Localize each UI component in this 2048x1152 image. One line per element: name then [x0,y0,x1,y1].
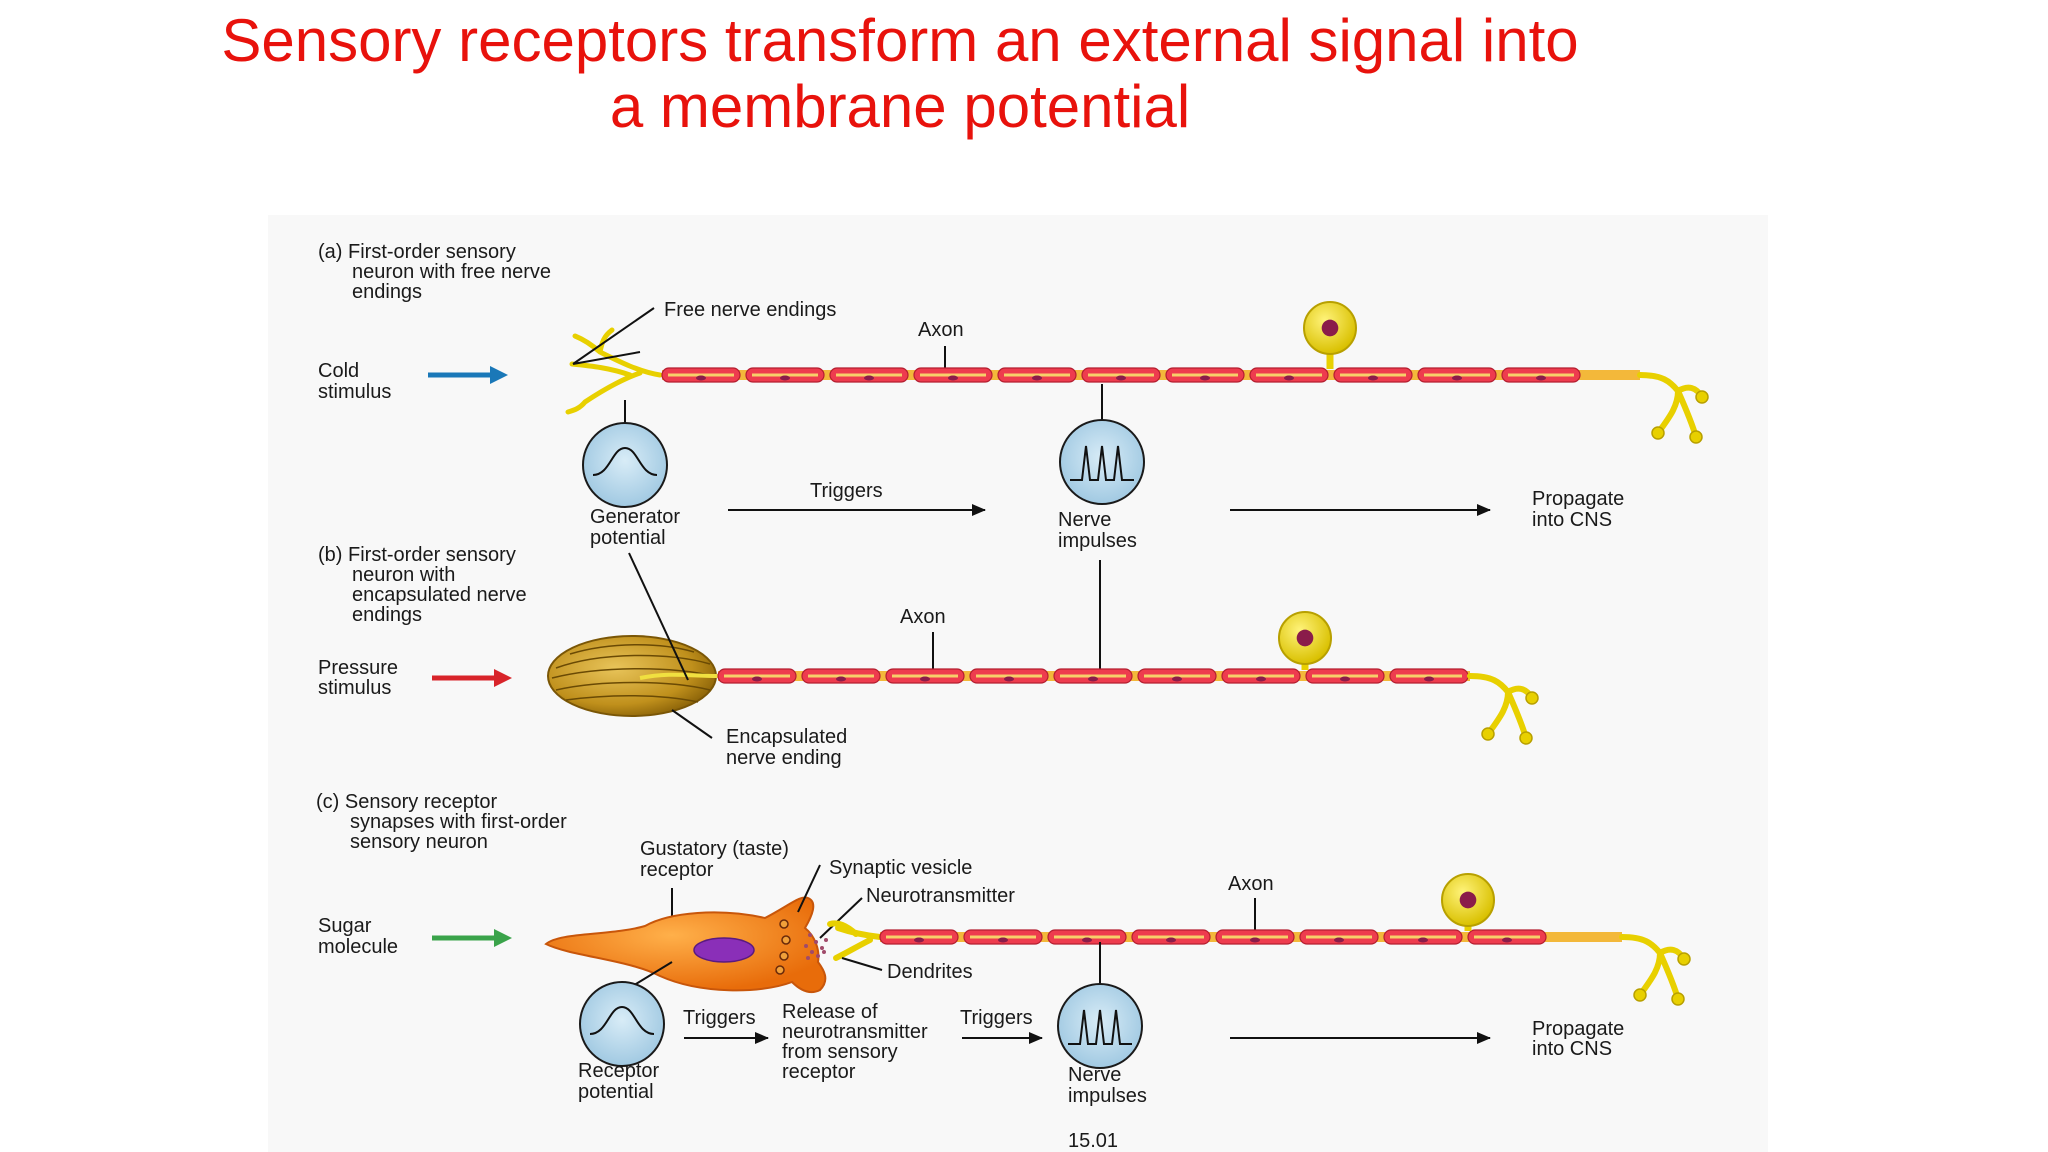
schwann-nucleus [1340,676,1350,682]
neuron-a [661,301,1709,444]
axon-terminal [1637,372,1705,440]
capsule-leader [671,709,713,739]
schwann-nucleus [1256,676,1266,682]
pressure-stimulus-arrow [432,669,512,687]
schwann-nucleus [1250,937,1260,943]
schwann-nucleus [1424,676,1434,682]
encapsulated-label: Encapsulated nerve ending [726,726,853,769]
schwann-nucleus [1088,676,1098,682]
panel-a-heading: (a) First-order sensory neuron with free… [318,241,557,303]
panel-a: (a) First-order sensory neuron with free… [318,241,1709,552]
vesicle-leader [797,864,821,913]
schwann-nucleus [920,676,930,682]
generator-potential-label: Generator potential [590,506,686,549]
gustatory-receptor-cell [544,896,827,994]
terminal-bouton [1671,992,1685,1006]
pressure-stimulus-label: Pressure stimulus [318,657,404,699]
synaptic-vesicle-label: Synaptic vesicle [829,857,972,879]
schwann-nucleus [1536,375,1546,381]
triggers-label-c2: Triggers [960,1007,1033,1029]
neuron-c [879,873,1691,1006]
terminal-bouton [1651,426,1665,440]
cell-nucleus [1459,891,1477,909]
propagate-label-a: Propagate into CNS [1532,488,1630,531]
cold-stimulus-label: Cold stimulus [318,360,391,403]
schwann-nucleus [1418,937,1428,943]
schwann-nucleus [696,375,706,381]
gustatory-label: Gustatory (taste) receptor [640,838,795,881]
title-line-1: Sensory receptors transform an external … [221,7,1579,74]
title-line-2: a membrane potential [609,73,1191,140]
schwann-nucleus [1368,375,1378,381]
terminal-bouton [1525,691,1539,705]
nerve-impulses-scope-c [1057,983,1143,1069]
schwann-nucleus [1004,676,1014,682]
free-nerve-endings [565,327,663,415]
axon-label-b: Axon [900,606,946,628]
neuron-b [717,611,1539,745]
figure-number: 15.01 [1068,1130,1118,1152]
schwann-nucleus [1032,375,1042,381]
generator-potential-scope [582,422,668,508]
slide-title: Sensory receptors transform an external … [120,8,1680,140]
schwann-nucleus [1452,375,1462,381]
schwann-nucleus [752,676,762,682]
encapsulated-capsule [547,635,719,717]
terminal-bouton [1519,731,1533,745]
schwann-nucleus [1172,676,1182,682]
free-nerve-leader [572,307,655,365]
panel-c-heading: (c) Sensory receptor synapses with first… [316,791,572,853]
axon-label-a: Axon [918,319,964,341]
schwann-nucleus [1200,375,1210,381]
terminal-bouton [1481,727,1495,741]
schwann-nucleus [1334,937,1344,943]
receptor-potential-scope [579,981,665,1067]
nerve-impulses-label-c: Nerve impulses [1068,1064,1147,1107]
schwann-nucleus [998,937,1008,943]
neurotransmitter-leader [819,897,863,939]
axon-label-c: Axon [1228,873,1274,895]
panel-c: (c) Sensory receptor synapses with first… [316,791,1691,1107]
triggers-label-c1: Triggers [683,1007,756,1029]
cell-nucleus [1296,629,1314,647]
dendrites [827,920,883,961]
neurotransmitter-label: Neurotransmitter [866,885,1015,907]
schwann-nucleus [836,676,846,682]
schwann-nucleus [1284,375,1294,381]
sugar-stimulus-arrow [432,929,512,947]
receptor-potential-label: Receptor potential [578,1060,665,1103]
schwann-nucleus [1502,937,1512,943]
cell-nucleus [1321,319,1339,337]
generator-leader-b [628,552,689,681]
nerve-impulses-label-a: Nerve impulses [1058,509,1137,552]
schwann-nucleus [914,937,924,943]
dendrites-label: Dendrites [887,961,973,983]
terminal-bouton [1695,390,1709,404]
release-label: Release of neurotransmitter from sensory… [782,1001,933,1083]
terminal-bouton [1677,952,1691,966]
schwann-nucleus [1116,375,1126,381]
terminal-bouton [1633,988,1647,1002]
nerve-impulses-scope-a [1059,419,1145,505]
axon-terminal [1467,673,1535,741]
terminal-bouton [1689,430,1703,444]
schwann-nucleus [864,375,874,381]
schwann-nucleus [948,375,958,381]
schwann-nucleus [1166,937,1176,943]
propagate-label-c: Propagate into CNS [1532,1018,1630,1060]
panel-b-heading: (b) First-order sensory neuron with enca… [318,544,532,626]
panel-b: (b) First-order sensory neuron with enca… [318,544,1539,769]
neurotransmitter-dots [804,933,828,960]
schwann-nucleus [780,375,790,381]
free-nerve-label: Free nerve endings [664,299,836,321]
schwann-nucleus [1082,937,1092,943]
cold-stimulus-arrow [428,366,508,384]
sugar-stimulus-label: Sugar molecule [318,915,398,958]
axon-terminal [1619,934,1687,1002]
dendrites-leader [841,957,883,971]
triggers-label-a: Triggers [810,480,883,502]
